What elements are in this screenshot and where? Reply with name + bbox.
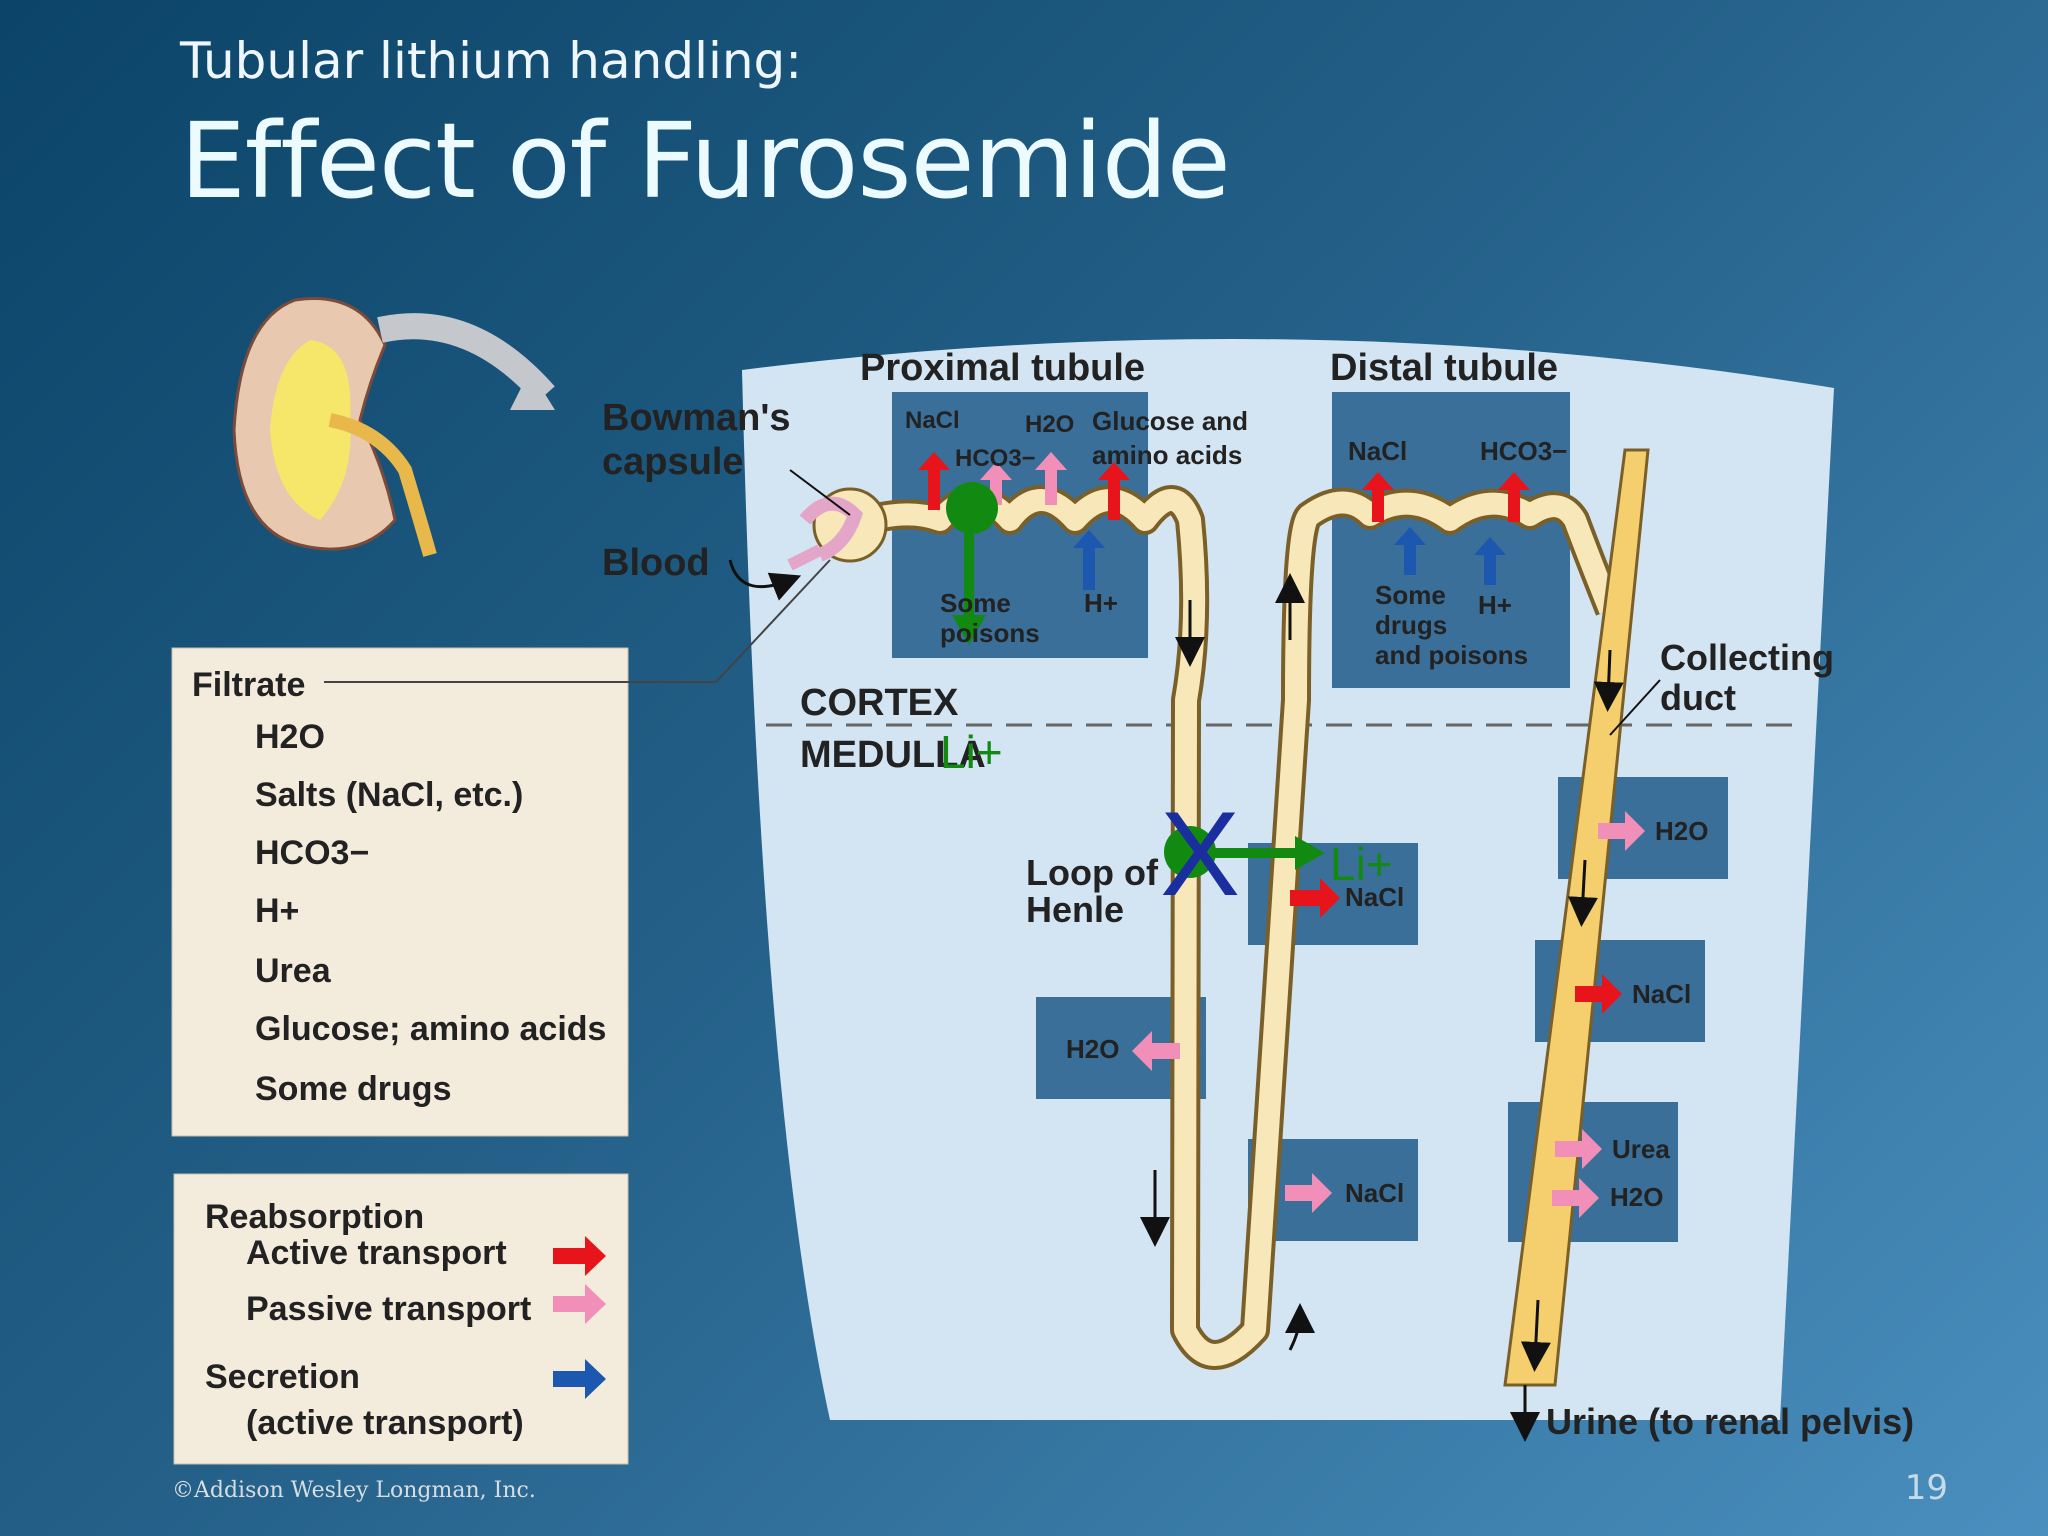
- label-bowmans-1: Bowman's: [602, 397, 791, 439]
- prox-poisons-2: poisons: [940, 618, 1040, 648]
- label-proximal-tubule: Proximal tubule: [860, 347, 1145, 389]
- collect-arrow-nacl: [1575, 974, 1622, 1014]
- nephron-tubule: [834, 485, 1624, 1370]
- loop-nacl-lower: NaCl: [1345, 1178, 1404, 1208]
- distal-drugs-3: and poisons: [1375, 640, 1528, 670]
- label-collecting-1: Collecting: [1660, 637, 1834, 678]
- label-medulla: MEDULLA: [800, 734, 986, 776]
- blood-pointer: [728, 559, 802, 601]
- collect-arrow-h2o-bottom: [1552, 1178, 1599, 1218]
- furosemide-block-mark: X: [1160, 787, 1240, 921]
- lithium-dot-proximal: [946, 482, 998, 534]
- filtrate-item: Some drugs: [255, 1070, 451, 1108]
- distal-nacl: NaCl: [1348, 436, 1407, 466]
- slide-subtitle: Tubular lithium handling:: [180, 32, 803, 90]
- flow-arrow-collect-1: [1593, 649, 1624, 712]
- proximal-transport-arrows: [918, 452, 1130, 590]
- collect-nacl: NaCl: [1632, 979, 1691, 1009]
- legend-box: [173, 1173, 629, 1465]
- lithium-overlay: [946, 482, 1325, 878]
- legend-passive-arrow: [553, 1284, 606, 1324]
- distal-box: [1332, 392, 1570, 688]
- legend-reabsorption: Reabsorption: [205, 1198, 424, 1236]
- distal-drugs-1: Some: [1375, 580, 1446, 610]
- loop-arrow-h2o: [1132, 1031, 1180, 1071]
- filtrate-item: Glucose; amino acids: [255, 1010, 606, 1048]
- label-blood: Blood: [602, 542, 710, 584]
- flow-arrow-collect-2: [1568, 859, 1598, 927]
- filtrate-item: H2O: [255, 718, 325, 756]
- loop-arrow-nacl-lower: [1285, 1173, 1332, 1213]
- prox-h2o: H2O: [1025, 411, 1074, 438]
- prox-glucose-2: amino acids: [1092, 440, 1242, 470]
- legend-secretion-arrow: [553, 1359, 606, 1399]
- collect-h2o-bottom: H2O: [1610, 1182, 1663, 1212]
- li-label-loop: Li+: [1330, 838, 1393, 890]
- collect-arrow-urea: [1555, 1129, 1602, 1169]
- distal-transport-arrows: [1362, 472, 1530, 585]
- filtrate-item: H+: [255, 892, 299, 930]
- slide-title: Effect of Furosemide: [180, 100, 1231, 222]
- prox-poisons-1: Some: [940, 588, 1011, 618]
- li-label-proximal: Li+: [940, 726, 1003, 778]
- legend-passive-label: Passive transport: [246, 1290, 531, 1328]
- filtrate-box: [171, 647, 629, 1137]
- loop-nacl-upper: NaCl: [1345, 882, 1404, 912]
- collecting-pointer: [1609, 679, 1661, 736]
- filtrate-item: Salts (NaCl, etc.): [255, 776, 523, 814]
- legend-secretion-label: Secretion: [205, 1358, 360, 1396]
- loop-h2o: H2O: [1066, 1034, 1119, 1064]
- distal-h-plus: H+: [1478, 590, 1512, 620]
- label-urine: Urine (to renal pelvis): [1546, 1401, 1914, 1442]
- filtrate-pointer-diag: [715, 559, 831, 683]
- flow-arrow-loop-up: [1284, 1303, 1315, 1351]
- collect-arrow-h2o-top: [1598, 811, 1645, 851]
- label-loop-1: Loop of: [1026, 852, 1159, 893]
- label-bowmans-2: capsule: [602, 441, 744, 483]
- filtrate-item: HCO3−: [255, 834, 369, 872]
- prox-nacl: NaCl: [905, 407, 960, 434]
- flow-arrow-collect-3: [1520, 1299, 1551, 1372]
- kidney-illustration: [232, 297, 555, 557]
- label-collecting-2: duct: [1660, 677, 1736, 718]
- filtrate-item: Urea: [255, 952, 332, 990]
- copyright-notice: ©Addison Wesley Longman, Inc.: [172, 1478, 536, 1503]
- label-loop-2: Henle: [1026, 889, 1124, 930]
- legend-secretion-sub: (active transport): [246, 1404, 524, 1442]
- glomerulus: [787, 487, 888, 571]
- legend-active-arrow: [553, 1236, 606, 1276]
- bowman-pointer: [789, 469, 851, 516]
- collect-h2o-top: H2O: [1655, 816, 1708, 846]
- distal-drugs-2: drugs: [1375, 610, 1447, 640]
- legend-active-label: Active transport: [246, 1234, 507, 1272]
- label-distal-tubule: Distal tubule: [1330, 347, 1558, 389]
- distal-hco3: HCO3−: [1480, 436, 1567, 466]
- prox-h-plus: H+: [1084, 588, 1118, 618]
- page-number: 19: [1904, 1468, 1948, 1508]
- prox-glucose-1: Glucose and: [1092, 406, 1248, 436]
- prox-hco3: HCO3−: [955, 445, 1036, 472]
- loop-arrow-nacl-upper: [1290, 878, 1340, 918]
- filtrate-heading: Filtrate: [192, 666, 305, 704]
- collect-urea: Urea: [1612, 1134, 1670, 1164]
- label-cortex: CORTEX: [800, 682, 959, 724]
- lithium-dot-loop: [1164, 826, 1216, 878]
